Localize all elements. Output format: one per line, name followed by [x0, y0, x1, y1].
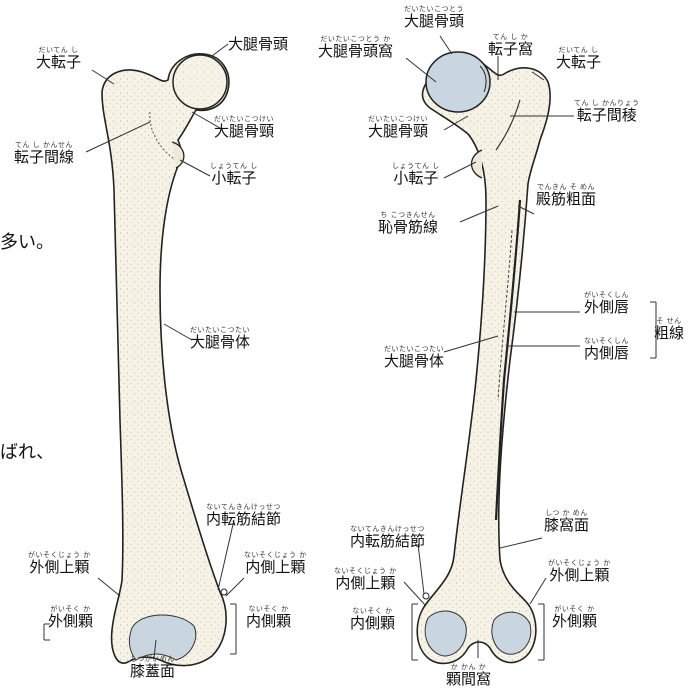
label-gluteal-tuberosity: でんきん そ めん 殿筋粗面 — [536, 184, 596, 207]
label-anterior-femoral-shaft: だいたいこつたい 大腿骨体 — [190, 327, 250, 350]
label-posterior-lesser-trochanter: しょうてん し 小転子 — [392, 163, 440, 186]
label-intertrochanteric-line: てん し かんせん 転子間線 — [14, 142, 74, 165]
label-posterior-lateral-condyle: がいそく か 外側顆 — [552, 606, 597, 629]
label-anterior-medial-epicondyle: ないそくじょう か 内側上顆 — [244, 552, 307, 575]
label-lateral-lip: がいそくしん 外側唇 — [584, 292, 629, 315]
label-fovea-capitis: だいたいこつとう か 大腿骨頭窩 — [318, 36, 393, 59]
label-patellar-surface: しつがいめん 膝蓋面 — [130, 656, 175, 679]
posterior-lateral-condyle — [492, 612, 531, 654]
label-anterior-adductor-tubercle: ないてんきんけっせつ 内転筋結節 — [206, 504, 281, 527]
label-posterior-medial-epicondyle: ないそくじょう か 内側上顆 — [334, 568, 397, 591]
label-popliteal-surface: しつ か めん 膝窩面 — [544, 510, 589, 533]
label-posterior-femoral-head: だいたいこつとう 大腿骨頭 — [404, 6, 464, 29]
label-anterior-femoral-neck: だいたいこつけい 大腿骨頸 — [214, 116, 274, 139]
anterior-patellar-surface — [129, 615, 195, 660]
label-posterior-greater-trochanter: だいてん し 大転子 — [556, 47, 601, 70]
label-linea-aspera: そ せん 粗線 — [654, 318, 684, 341]
label-anterior-medial-condyle: ないそく か 内側顆 — [246, 606, 291, 629]
label-posterior-lateral-epicondyle: がいそくじょう か 外側上顆 — [548, 560, 611, 583]
label-anterior-greater-trochanter: だいてん し 大転子 — [36, 47, 81, 70]
label-medial-lip: ないそくしん 内側唇 — [584, 338, 629, 361]
label-anterior-lateral-condyle: がいそく か 外側顆 — [48, 606, 93, 629]
label-intercondylar-fossa: か かん か 顆間窩 — [446, 664, 491, 687]
label-anterior-lesser-trochanter: しょうてん し 小転子 — [210, 163, 258, 186]
label-posterior-medial-condyle: ないそく か 内側顆 — [350, 608, 395, 631]
anterior-femur — [102, 54, 229, 666]
label-posterior-adductor-tubercle: ないてんきんけっせつ 内転筋結節 — [350, 526, 425, 549]
label-pectineal-line: ち こつきんせん 恥骨筋線 — [378, 212, 438, 235]
label-anterior-femoral-head: 大腿骨頭 — [228, 36, 288, 52]
label-anterior-lateral-epicondyle: がいそくじょう か 外側上顆 — [28, 552, 91, 575]
label-posterior-femoral-neck: だいたいこつけい 大腿骨頸 — [368, 116, 428, 139]
label-posterior-femoral-shaft: だいたいこつたい 大腿骨体 — [384, 346, 444, 369]
label-intertrochanteric-crest: てん し かんりょう 転子間稜 — [574, 100, 639, 123]
label-trochanteric-fossa: てん し か 転子窩 — [488, 34, 533, 57]
